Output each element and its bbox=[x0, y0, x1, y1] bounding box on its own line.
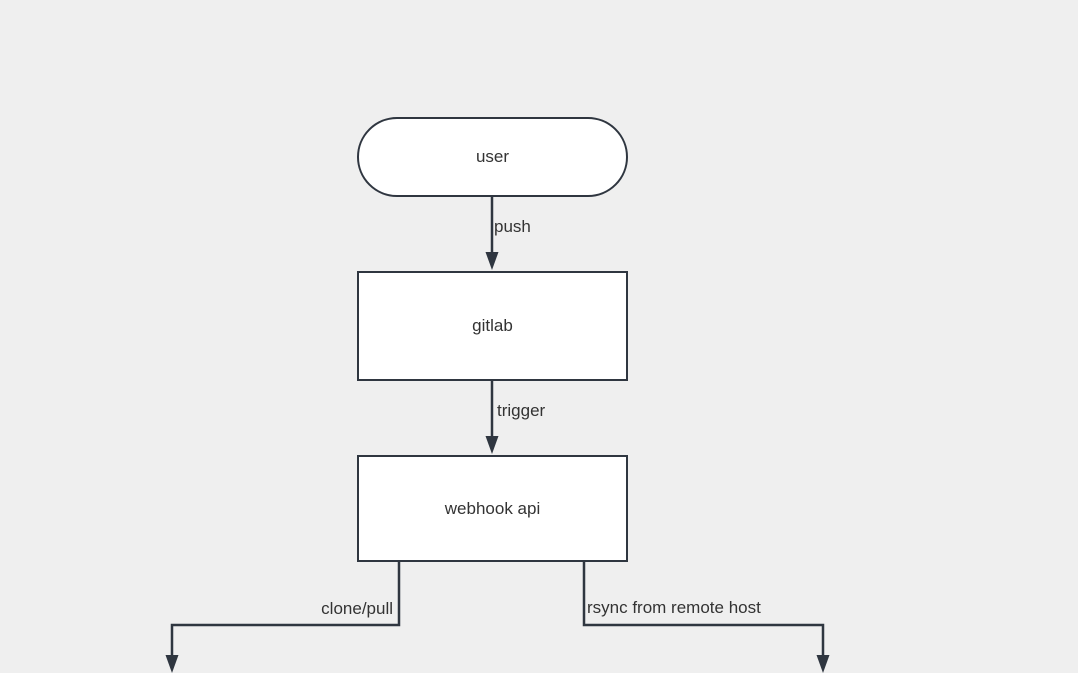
node-gitlab[interactable]: gitlab bbox=[357, 271, 628, 381]
node-gitlab-label: gitlab bbox=[472, 316, 513, 335]
edge-push-connector[interactable] bbox=[485, 197, 499, 270]
arrowhead-down-icon bbox=[485, 436, 499, 454]
edge-label-trigger: trigger bbox=[497, 401, 546, 420]
edge-trigger-connector[interactable] bbox=[485, 381, 499, 454]
edge-label-rsync-from-remote-host: rsync from remote host bbox=[587, 598, 761, 617]
node-webhook-api-label: webhook api bbox=[444, 498, 541, 518]
arrowhead-down-icon bbox=[816, 655, 830, 673]
arrowhead-down-icon bbox=[485, 252, 499, 270]
edge-rsync-connector[interactable] bbox=[582, 562, 830, 673]
edge-label-clone-pull: clone/pull bbox=[321, 599, 393, 618]
arrowhead-down-icon bbox=[165, 655, 179, 673]
node-user[interactable]: user bbox=[357, 117, 628, 197]
edge-label-push: push bbox=[494, 217, 531, 236]
edge-clone-pull-connector[interactable] bbox=[165, 562, 401, 673]
node-webhook-api[interactable]: webhook api bbox=[357, 455, 628, 562]
node-user-label: user bbox=[475, 147, 510, 166]
